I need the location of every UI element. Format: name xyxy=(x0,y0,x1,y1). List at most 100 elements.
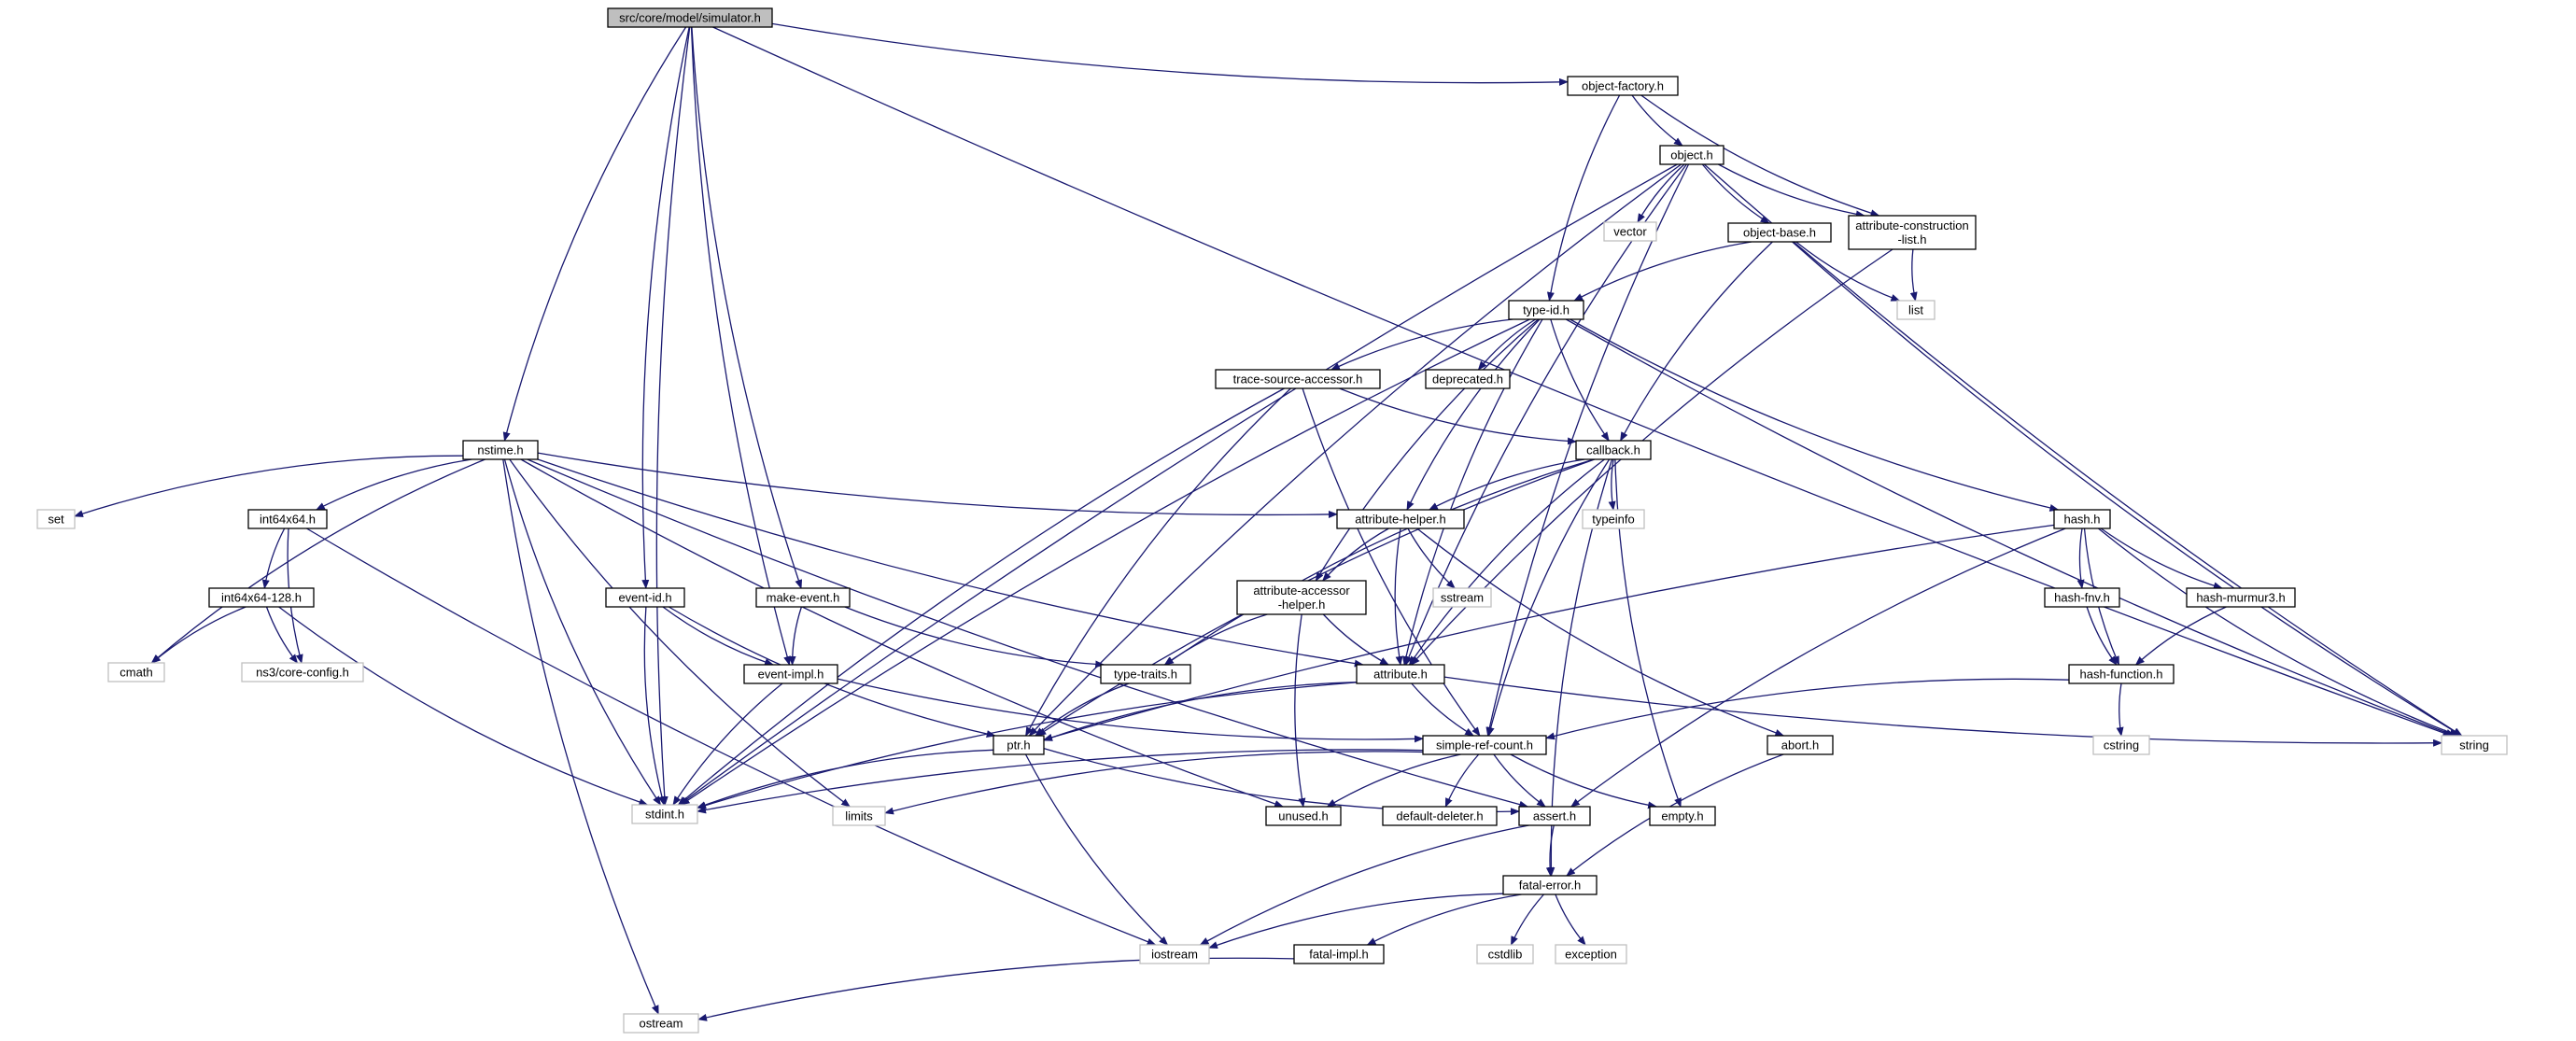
node-object[interactable]: object.h xyxy=(1659,145,1724,165)
node-box xyxy=(1567,76,1679,96)
node-nstime[interactable]: nstime.h xyxy=(462,440,539,460)
node-event-id[interactable]: event-id.h xyxy=(605,587,685,608)
edge-hash-function-to-cstring xyxy=(2116,682,2124,737)
node-label: cstring xyxy=(2104,739,2139,753)
edge-callback-to-type-traits xyxy=(1164,458,1595,666)
node-core-config: ns3/core-config.h xyxy=(241,662,364,682)
edge-callback-to-typeinfo xyxy=(1608,458,1616,511)
edge-simulator-to-stdint xyxy=(655,26,691,806)
edge-simple-ref-to-assert xyxy=(1493,753,1546,808)
node-label: default-deleter.h xyxy=(1396,809,1483,823)
node-label: set xyxy=(48,513,64,527)
node-box xyxy=(1518,806,1591,826)
node-fatal-impl[interactable]: fatal-impl.h xyxy=(1293,944,1385,964)
node-make-event[interactable]: make-event.h xyxy=(755,587,851,608)
node-box xyxy=(623,1013,699,1034)
edge-event-impl-to-stdint xyxy=(672,682,783,806)
edge-attr-helper-to-sstream xyxy=(1407,528,1456,589)
node-sstream: sstream xyxy=(1432,587,1492,608)
edge-callback-to-empty xyxy=(1614,458,1682,808)
edge-hash-to-string xyxy=(2097,528,2459,737)
edge-trace-source-to-callback xyxy=(1339,387,1577,445)
node-type-traits[interactable]: type-traits.h xyxy=(1100,664,1191,684)
edge-assert-to-iostream xyxy=(1199,824,1529,946)
node-fatal-error[interactable]: fatal-error.h xyxy=(1502,875,1598,895)
edge-hash-murmur3-to-hash-function xyxy=(2134,606,2227,666)
edge-assert-to-fatal-error xyxy=(1545,824,1555,877)
node-box xyxy=(1767,735,1834,755)
edge-attribute-to-simple-ref xyxy=(1411,682,1475,737)
node-unused[interactable]: unused.h xyxy=(1265,806,1342,826)
node-ostream: ostream xyxy=(623,1013,699,1034)
node-callback[interactable]: callback.h xyxy=(1575,440,1652,460)
node-hash-murmur3[interactable]: hash-murmur3.h xyxy=(2186,587,2296,608)
edge-nstime-to-set xyxy=(74,455,464,517)
node-box xyxy=(1649,806,1716,826)
edge-trace-source-to-stdint xyxy=(677,387,1285,806)
node-ptr[interactable]: ptr.h xyxy=(992,735,1045,755)
node-attr-helper[interactable]: attribute-helper.h xyxy=(1336,509,1465,529)
node-box xyxy=(607,7,773,28)
node-label: exception xyxy=(1565,948,1617,962)
node-attr-accessor[interactable]: attribute-accessor-helper.h xyxy=(1236,580,1367,615)
node-iostream: iostream xyxy=(1139,944,1210,964)
node-default-deleter[interactable]: default-deleter.h xyxy=(1382,806,1498,826)
edge-simple-ref-to-empty xyxy=(1510,753,1658,809)
edge-nstime-to-limits xyxy=(509,458,852,808)
node-label: vector xyxy=(1613,225,1647,239)
node-label: cstdlib xyxy=(1488,948,1523,962)
edge-event-impl-to-simple-ref xyxy=(837,678,1424,743)
edge-object-base-to-callback xyxy=(1620,241,1773,442)
edge-type-id-to-deprecated xyxy=(1477,318,1536,371)
node-trace-source[interactable]: trace-source-accessor.h xyxy=(1215,369,1381,389)
node-simulator[interactable]: src/core/model/simulator.h xyxy=(607,7,773,28)
node-cstring: cstring xyxy=(2092,735,2150,755)
edge-callback-to-simple-ref xyxy=(1486,458,1611,737)
node-box xyxy=(1356,664,1445,684)
node-object-factory[interactable]: object-factory.h xyxy=(1567,76,1679,96)
edge-simulator-to-string xyxy=(712,26,2453,737)
node-event-impl[interactable]: event-impl.h xyxy=(743,664,838,684)
node-hash[interactable]: hash.h xyxy=(2053,509,2111,529)
node-attribute[interactable]: attribute.h xyxy=(1356,664,1445,684)
edge-make-event-to-event-impl xyxy=(788,606,803,666)
node-type-id[interactable]: type-id.h xyxy=(1508,300,1584,320)
node-exception: exception xyxy=(1555,944,1627,964)
node-limits: limits xyxy=(832,806,886,826)
node-box xyxy=(1265,806,1342,826)
node-label: object-base.h xyxy=(1743,226,1816,240)
node-box xyxy=(2053,509,2111,529)
node-label: object.h xyxy=(1670,148,1713,162)
edge-attr-accessor-to-attribute xyxy=(1322,613,1389,666)
node-hash-function[interactable]: hash-function.h xyxy=(2068,664,2175,684)
node-box xyxy=(832,806,886,826)
node-int64x64[interactable]: int64x64.h xyxy=(247,509,328,529)
edge-hash-to-hash-fnv xyxy=(2076,528,2085,589)
edge-attr-accessor-to-unused xyxy=(1294,613,1306,808)
node-box xyxy=(1603,221,1657,242)
node-label: src/core/model/simulator.h xyxy=(619,11,761,25)
node-label: event-id.h xyxy=(618,591,671,605)
node-empty[interactable]: empty.h xyxy=(1649,806,1716,826)
edge-attr-construction-to-list xyxy=(1909,248,1918,302)
node-int64x64-128[interactable]: int64x64-128.h xyxy=(208,587,315,608)
node-attr-construction[interactable]: attribute-construction-list.h xyxy=(1848,215,1977,250)
node-label: -list.h xyxy=(1897,232,1926,246)
node-deprecated[interactable]: deprecated.h xyxy=(1425,369,1511,389)
edge-object-base-to-list xyxy=(1795,241,1901,302)
edge-object-to-vector xyxy=(1637,163,1685,223)
node-simple-ref[interactable]: simple-ref-count.h xyxy=(1422,735,1547,755)
node-label: type-id.h xyxy=(1523,303,1570,317)
node-hash-fnv[interactable]: hash-fnv.h xyxy=(2044,587,2120,608)
node-label: nstime.h xyxy=(477,443,523,457)
node-abort[interactable]: abort.h xyxy=(1767,735,1834,755)
node-box xyxy=(755,587,851,608)
node-box xyxy=(208,587,315,608)
node-label: iostream xyxy=(1151,948,1198,962)
edge-callback-to-attr-helper xyxy=(1428,458,1585,511)
node-label: attribute-construction xyxy=(1855,218,1968,232)
node-box xyxy=(1336,509,1465,529)
node-object-base[interactable]: object-base.h xyxy=(1727,222,1832,243)
node-box xyxy=(743,664,838,684)
node-assert[interactable]: assert.h xyxy=(1518,806,1591,826)
